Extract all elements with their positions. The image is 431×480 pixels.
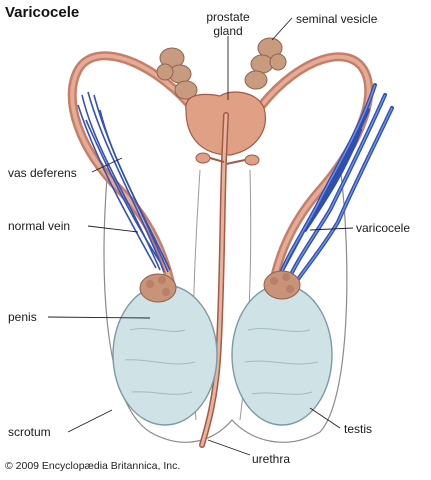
label-normal-vein: normal vein (8, 219, 71, 233)
label-vas-deferens: vas deferens (8, 166, 77, 180)
copyright-credit: © 2009 Encyclopædia Britannica, Inc. (5, 460, 181, 472)
leader-urethra (207, 439, 251, 456)
vas-deferens-left (67, 51, 195, 295)
normal-vein-bundle (77, 91, 171, 273)
label-scrotum: scrotum (8, 425, 51, 439)
label-prostate-line2: gland (213, 24, 243, 38)
label-prostate-gland: prostate gland (196, 10, 260, 38)
testis-right (231, 284, 333, 426)
label-prostate-line1: prostate (206, 10, 250, 24)
seminal-vesicle-right (244, 37, 287, 90)
leader-scrotum (67, 409, 113, 433)
label-varicocele: varicocele (356, 221, 411, 235)
testis-left (112, 284, 218, 426)
varicocele-bundle (272, 83, 394, 290)
leader-varicocele (309, 227, 354, 231)
figure-title: Varicocele (5, 4, 80, 21)
label-urethra: urethra (252, 452, 291, 466)
epididymis-left (139, 273, 177, 303)
leader-normal-vein (87, 225, 139, 233)
leader-vas-deferens (91, 157, 123, 173)
leader-seminal-vesicle (271, 17, 293, 41)
seminal-vesicle-left (156, 47, 198, 100)
leader-lines (47, 17, 354, 456)
leader-testis (309, 407, 341, 429)
leader-penis (47, 316, 151, 319)
epididymis-right (263, 270, 301, 300)
label-testis: testis (344, 422, 373, 436)
label-penis: penis (8, 310, 37, 324)
label-seminal-vesicle: seminal vesicle (296, 12, 378, 26)
scrotum-outline (103, 164, 348, 443)
